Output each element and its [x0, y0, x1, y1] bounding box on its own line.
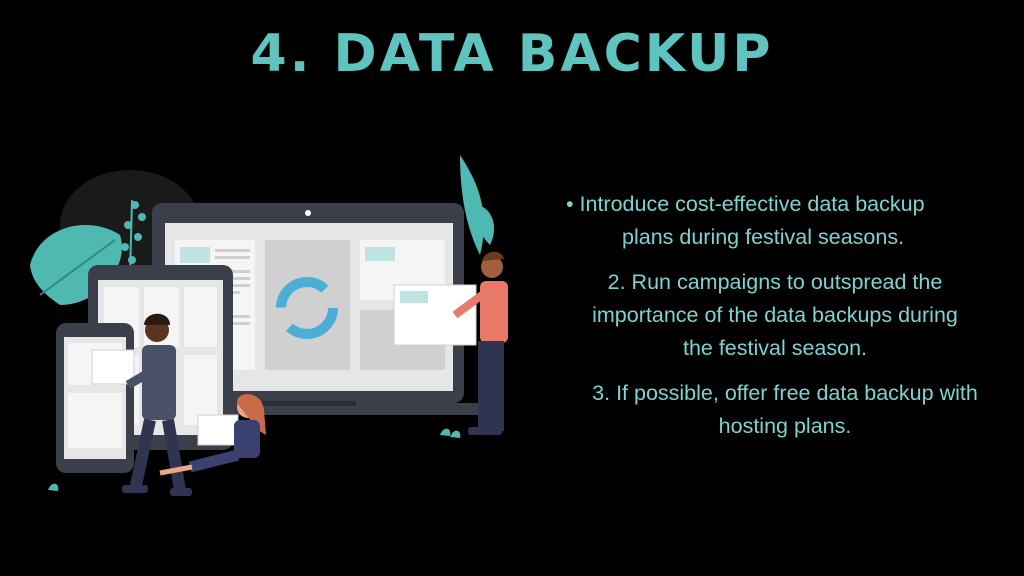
bullet-list: • Introduce cost-effective data backup p…: [540, 188, 1010, 455]
slide-title: 4. DATA BACKUP: [250, 24, 774, 84]
bullet-point-2: 2. Run campaigns to outspread the import…: [540, 266, 1010, 365]
bullet-text: 2. Run campaigns to outspread the: [607, 270, 943, 294]
bullet-text: Introduce cost-effective data backup: [579, 192, 925, 216]
bullet-text: hosting plans.: [718, 414, 852, 438]
sync-icon: [276, 277, 338, 339]
bullet-point-1: • Introduce cost-effective data backup p…: [540, 188, 1010, 254]
bullet-text: plans during festival seasons.: [622, 225, 905, 249]
bullet-text: the festival season.: [682, 336, 868, 360]
bullet-text: 3. If possible, offer free data backup w…: [592, 381, 978, 405]
backup-illustration: [30, 155, 508, 496]
bullet-marker: •: [566, 192, 574, 216]
bullet-text: importance of the data backups during: [592, 303, 958, 327]
bullet-point-3: 3. If possible, offer free data backup w…: [540, 377, 1010, 443]
